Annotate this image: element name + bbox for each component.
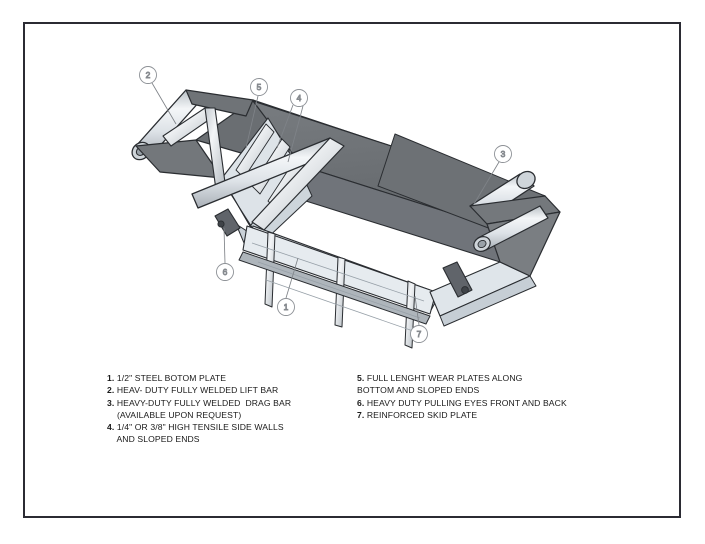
callout-circle-6: [216, 263, 234, 281]
sloped-end-right-shade: [439, 275, 537, 327]
callout-number-6: 6: [223, 267, 228, 277]
legend-item: 5. FULL LENGHT WEAR PLATES ALONG: [357, 372, 567, 384]
legend-item-number: 2.: [107, 385, 115, 396]
callout-balloon-2[interactable]: 2: [139, 66, 157, 84]
callout-balloon-6[interactable]: 6: [216, 263, 234, 281]
callout-leader-1: [285, 257, 299, 299]
callout-balloon-5[interactable]: 5: [250, 78, 268, 96]
callout-leader-4: [276, 104, 294, 149]
legend-item-continuation: AND SLOPED ENDS: [107, 434, 200, 445]
legend-item-number: 3.: [107, 397, 115, 408]
legend-item-number: 5.: [357, 373, 365, 383]
callout-circle-7: [410, 325, 428, 343]
pulling-eye-left: [214, 208, 241, 237]
legend-item-label: HEAVY-DUTY FULLY WELDED DRAG BAR: [114, 397, 292, 408]
callout-number-3: 3: [501, 149, 506, 159]
legend-item-label: FULL LENGHT WEAR PLATES ALONG: [364, 373, 523, 383]
callout-leader-6: [223, 227, 226, 264]
callout-leader-5: [245, 95, 259, 149]
callout-balloon-1[interactable]: 1: [277, 298, 295, 316]
skid-plate: [238, 251, 431, 325]
callout-number-7: 7: [417, 329, 422, 339]
legend-item-label: 1/4" OR 3/8" HIGH TENSILE SIDE WALLS: [114, 422, 284, 433]
legend-item: 6. HEAVY DUTY PULLING EYES FRONT AND BAC…: [357, 397, 567, 409]
callout-layer: 1 2 3 4 5 6 7: [139, 66, 512, 343]
callout-leader-3: [473, 161, 500, 205]
lift-bar-left-lower-arm: [135, 139, 223, 179]
legend-item-label: HEAV- DUTY FULLY WELDED LIFT BAR: [114, 385, 279, 396]
legend-item: 3. HEAVY-DUTY FULLY WELDED DRAG BAR: [107, 397, 291, 409]
callout-number-2: 2: [146, 70, 151, 80]
legend-item: 7. REINFORCED SKID PLATE: [357, 409, 567, 421]
callout-circle-4: [290, 89, 308, 107]
legend-item-number: 4.: [107, 422, 115, 433]
lift-bar-left-arm: [185, 89, 254, 117]
callout-number-5: 5: [257, 82, 262, 92]
legend-item: 2. HEAV- DUTY FULLY WELDED LIFT BAR: [107, 384, 291, 396]
pulling-eye-right: [442, 261, 473, 298]
legend-item-continuation: BOTTOM AND SLOPED ENDS: [357, 385, 480, 396]
drag-bar-diagonal: [251, 137, 345, 231]
legend-item-number: 1.: [107, 373, 115, 383]
callout-leader-7: [414, 295, 420, 326]
legend-item: 4. 1/4" OR 3/8" HIGH TENSILE SIDE WALLS: [107, 421, 291, 433]
callout-circle-3: [494, 145, 512, 163]
interior-floor-lines: [251, 242, 425, 333]
legend-item-label: HEAVY DUTY PULLING EYES FRONT AND BACK: [364, 397, 567, 408]
drag-bar-right-cap: [516, 170, 536, 190]
lift-bar-inner-upright: [204, 107, 227, 191]
legend-item: 1. 1/2" STEEL BOTOM PLATE: [107, 372, 291, 384]
legend-item-continuation: (AVAILABLE UPON REQUEST): [107, 409, 242, 420]
callout-balloon-7[interactable]: 7: [410, 325, 428, 343]
legend-item-number: 7.: [357, 409, 365, 420]
legend-item-label: REINFORCED SKID PLATE: [364, 409, 478, 420]
legend-item-number: 6.: [357, 397, 365, 408]
callout-leader-2: [151, 82, 177, 125]
drag-box-body: [131, 89, 561, 349]
callout-circle-1: [277, 298, 295, 316]
callout-balloon-3[interactable]: 3: [494, 145, 512, 163]
legend-item-label: 1/2" STEEL BOTOM PLATE: [114, 373, 227, 383]
callout-circle-5: [250, 78, 268, 96]
callout-number-4: 4: [297, 93, 302, 103]
callout-number-1: 1: [284, 302, 289, 312]
callout-balloon-4[interactable]: 4: [290, 89, 308, 107]
callout-circle-2: [139, 66, 157, 84]
drag-bar-right-cap-lower-inner: [477, 239, 487, 249]
callout-leader-4: [287, 105, 304, 163]
